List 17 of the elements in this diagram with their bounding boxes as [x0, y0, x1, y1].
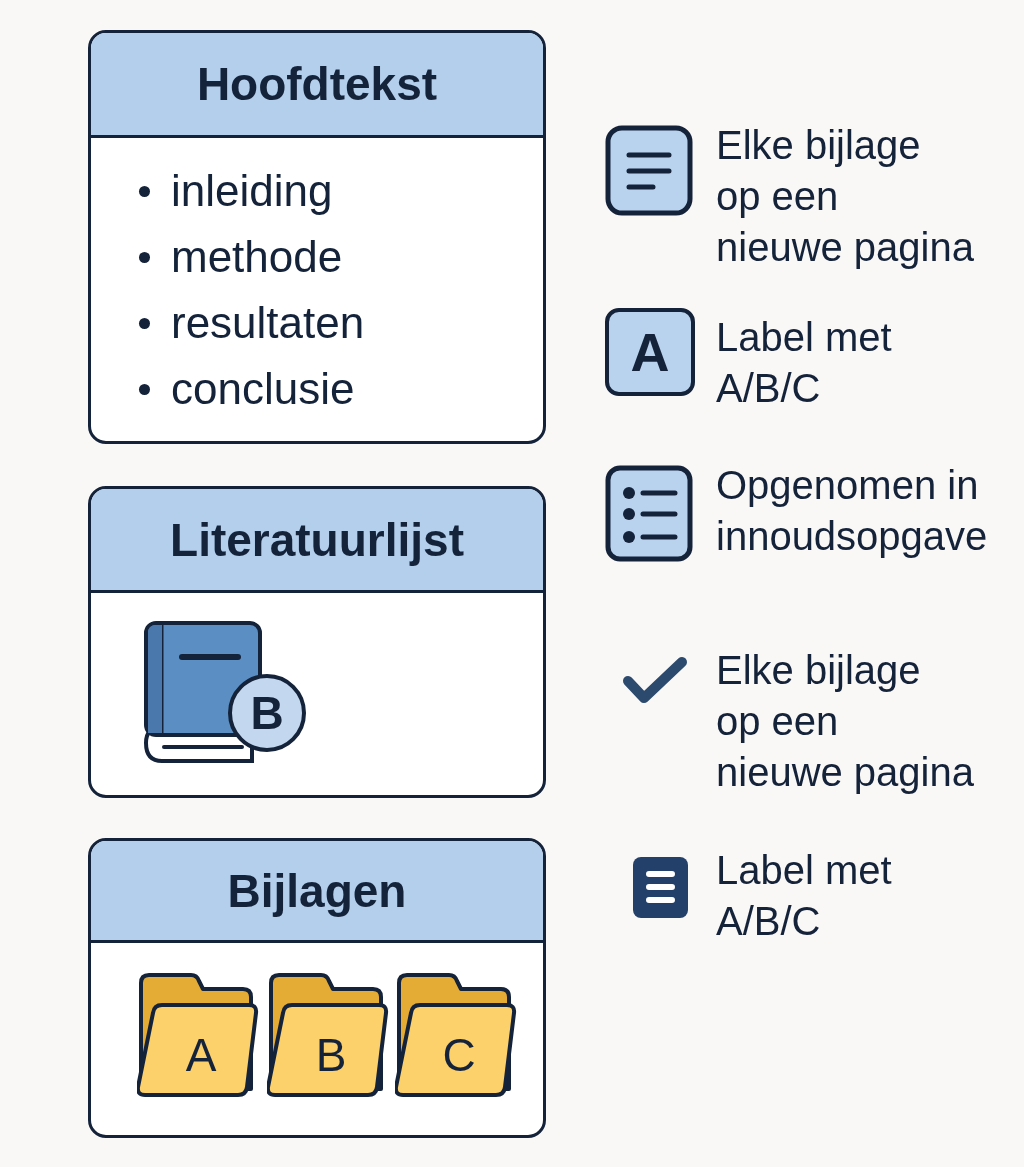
letter-tile: A	[605, 308, 695, 396]
card-heading: Literatuurlijst	[91, 489, 543, 593]
note-text: Elke bijlage op een nieuwe pagina	[716, 122, 975, 271]
note-text: Label met A/B/C	[716, 847, 893, 945]
note-text: Label met A/B/C	[716, 314, 893, 412]
list-item: resultaten	[171, 297, 365, 349]
list-item: inleiding	[171, 165, 333, 217]
section-card	[88, 30, 546, 444]
card-heading: Bijlagen	[91, 841, 543, 943]
card-heading: Hoofdtekst	[91, 33, 543, 138]
note-text: Elke bijlage op een nieuwe pagina	[716, 647, 975, 796]
letter-circle: B	[228, 674, 306, 752]
section-card	[88, 486, 546, 798]
section-card	[88, 838, 546, 1138]
list-item: conclusie	[171, 363, 355, 415]
list-item: methode	[171, 231, 343, 283]
note-text: Opgenomen in innoudsopgave	[716, 462, 989, 560]
